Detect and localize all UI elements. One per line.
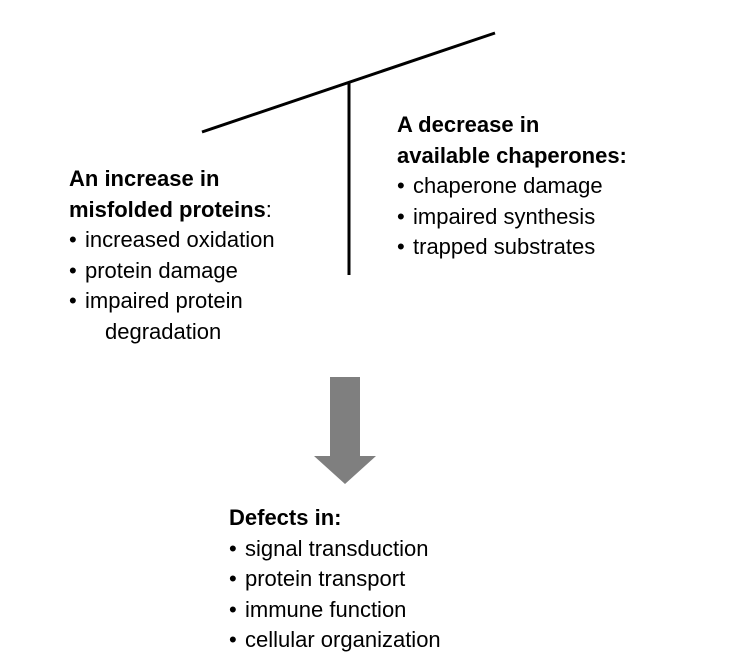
list-item: cellular organization — [229, 625, 441, 656]
defects-block: Defects in: signal transduction protein … — [229, 503, 441, 656]
misfolded-heading-line2: misfolded proteins: — [69, 195, 295, 226]
chaperones-heading-line1: A decrease in — [397, 112, 540, 137]
list-item: protein transport — [229, 564, 441, 595]
list-item-line1: impaired protein — [85, 288, 243, 313]
list-item: protein damage — [69, 256, 295, 287]
list-item: impaired protein degradation — [69, 286, 295, 347]
misfolded-heading-colon: : — [265, 196, 272, 222]
chaperones-heading-line2: available chaperones: — [397, 142, 627, 168]
misfolded-heading-line1: An increase in — [69, 166, 220, 191]
misfolded-proteins-block: An increase in misfolded proteins: incre… — [69, 164, 295, 347]
list-item: impaired synthesis — [397, 202, 627, 233]
list-item: trapped substrates — [397, 232, 627, 263]
down-arrow-icon — [314, 377, 376, 484]
balance-beam — [201, 31, 496, 134]
list-item: increased oxidation — [69, 225, 295, 256]
defects-heading: Defects in: — [229, 505, 342, 530]
misfolded-causes-list: increased oxidation protein damage impai… — [69, 225, 295, 347]
list-item: chaperone damage — [397, 171, 627, 202]
chaperones-block: A decrease in available chaperones: chap… — [397, 110, 627, 263]
misfolded-heading-bold: misfolded proteins — [69, 196, 266, 222]
defects-list: signal transduction protein transport im… — [229, 534, 441, 656]
list-item: immune function — [229, 595, 441, 626]
list-item: signal transduction — [229, 534, 441, 565]
chaperone-causes-list: chaperone damage impaired synthesis trap… — [397, 171, 627, 263]
list-item-line2: degradation — [105, 318, 222, 344]
